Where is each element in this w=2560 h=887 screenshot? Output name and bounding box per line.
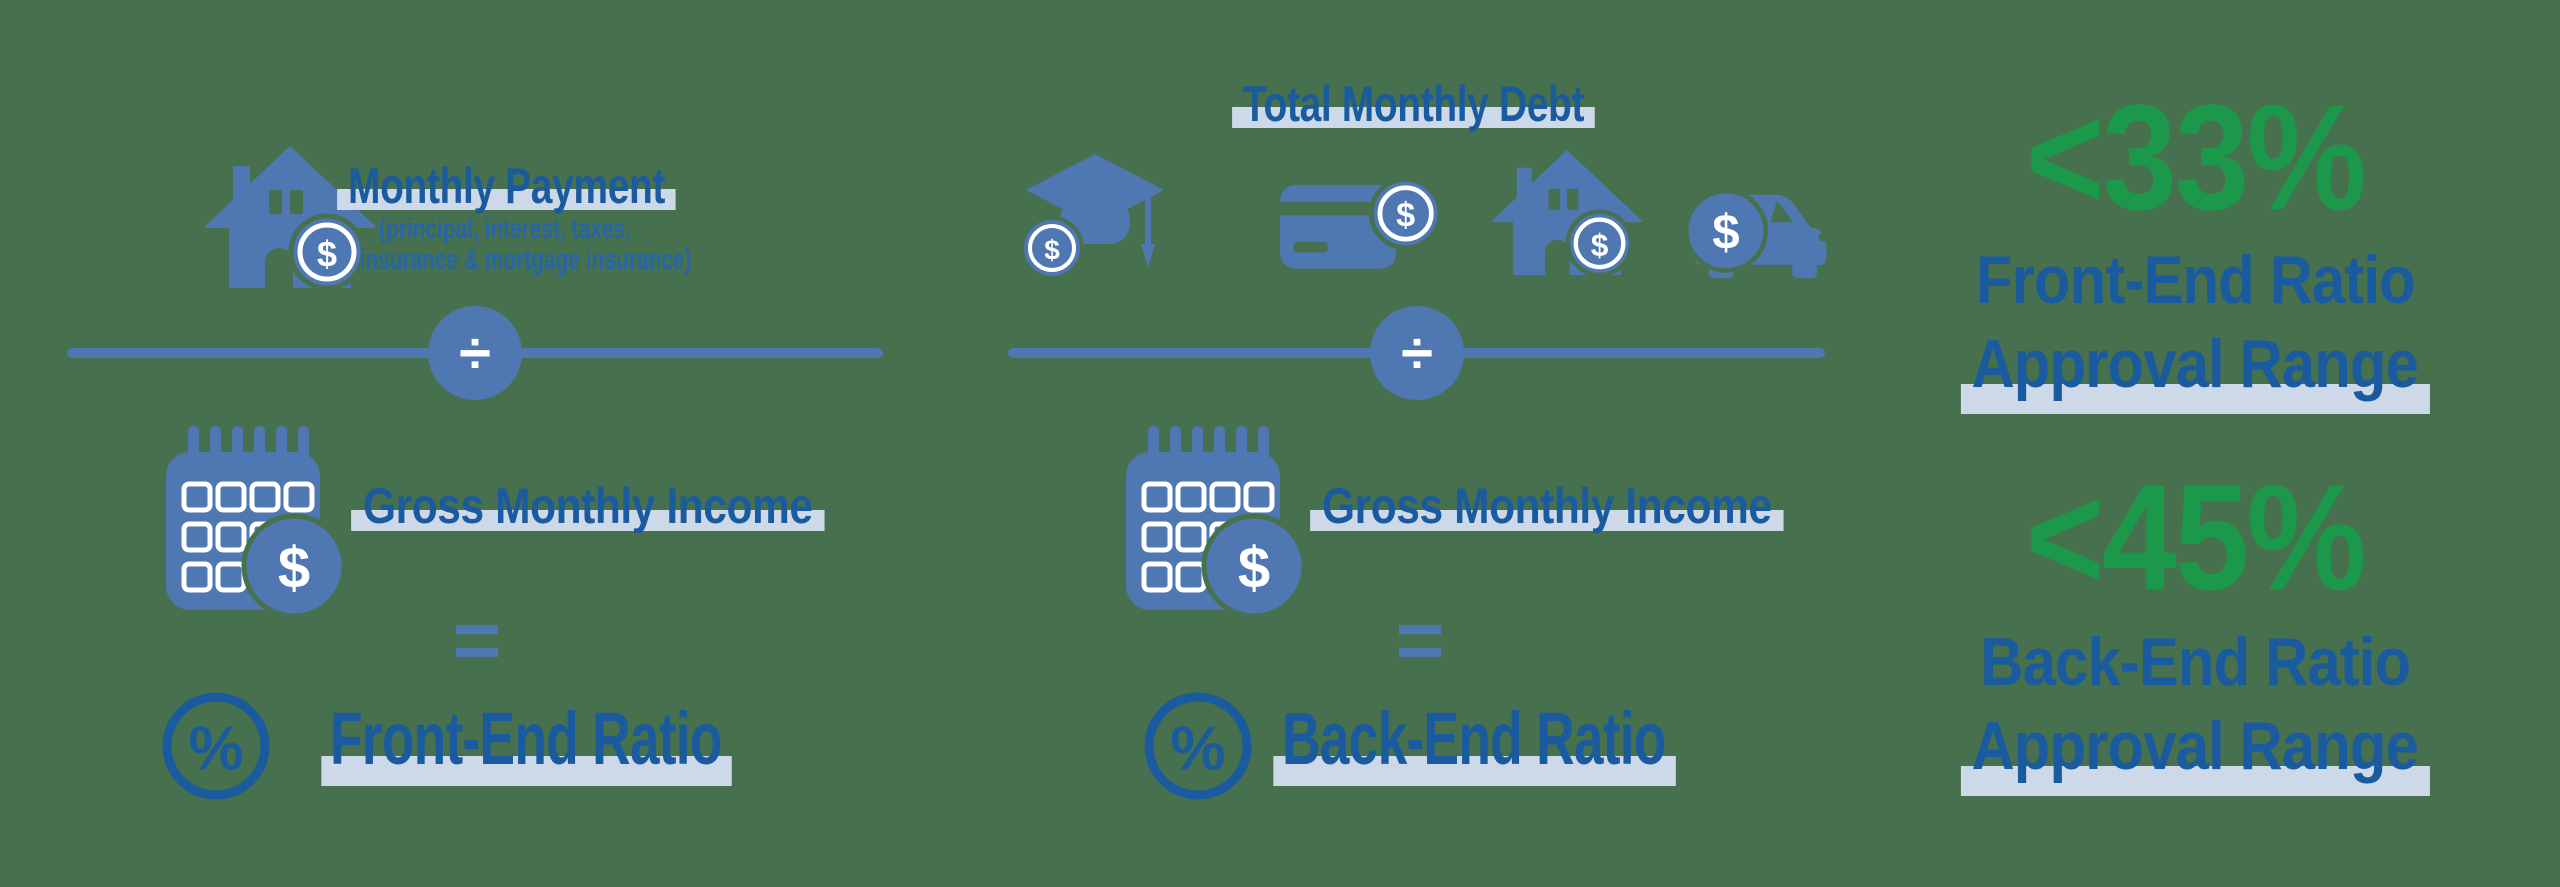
total-monthly-debt-label: Total Monthly Debt bbox=[1232, 76, 1596, 132]
dollar-symbol: $ bbox=[317, 234, 337, 275]
dollar-symbol: $ bbox=[1044, 235, 1060, 266]
approval-range-panel: <33% Front-End Ratio Approval Range <45%… bbox=[1890, 0, 2500, 887]
percent-circle-icon: % bbox=[1144, 692, 1252, 800]
back-end-range-label: Back-End Ratio Approval Range bbox=[1890, 620, 2500, 796]
graduation-cap-dollar-icon: $ bbox=[1020, 154, 1164, 280]
front-end-ratio-label: Front-End Ratio bbox=[321, 697, 732, 786]
dollar-symbol: $ bbox=[1712, 205, 1739, 260]
calendar-dollar-icon: $ bbox=[1126, 426, 1307, 618]
note-line-2: insurance & mortgage insurance) bbox=[359, 244, 692, 276]
monthly-payment-label: Monthly Payment bbox=[337, 158, 677, 214]
note-line-1: (principal, interest, taxes, bbox=[379, 213, 631, 245]
back-end-range-line1: Back-End Ratio bbox=[1980, 624, 2411, 700]
gross-monthly-income-label: Gross Monthly Income bbox=[351, 472, 825, 540]
percent-symbol: % bbox=[1170, 715, 1225, 784]
back-end-threshold-value: <45% bbox=[2025, 453, 2367, 621]
back-end-numerator-title: Total Monthly Debt bbox=[1232, 76, 1680, 132]
credit-card-dollar-icon: $ bbox=[1280, 176, 1440, 269]
front-end-threshold-value: <33% bbox=[2025, 73, 2367, 241]
equals-glyph: = bbox=[452, 593, 502, 687]
divide-symbol: ÷ bbox=[1401, 320, 1433, 386]
front-end-result: Front-End Ratio bbox=[321, 697, 874, 786]
gross-monthly-income-label: Gross Monthly Income bbox=[1310, 472, 1784, 540]
dollar-symbol: $ bbox=[1396, 196, 1415, 234]
dollar-symbol: $ bbox=[278, 536, 310, 601]
percent-symbol: % bbox=[188, 715, 243, 784]
divide-circle-icon: ÷ bbox=[1370, 306, 1464, 400]
equals-symbol: = bbox=[435, 598, 519, 682]
front-end-range-line2: Approval Range bbox=[1961, 322, 2431, 414]
front-end-numerator-title: Monthly Payment bbox=[337, 158, 754, 214]
house-dollar-icon: $ bbox=[1492, 150, 1642, 275]
divide-circle-icon: ÷ bbox=[428, 306, 522, 400]
back-end-range-line2: Approval Range bbox=[1961, 704, 2431, 796]
equals-symbol: = bbox=[1378, 598, 1462, 682]
back-end-threshold: <45% bbox=[1890, 462, 2500, 612]
back-end-result: Back-End Ratio bbox=[1273, 697, 1815, 786]
front-end-range-label: Front-End Ratio Approval Range bbox=[1890, 238, 2500, 414]
divide-symbol: ÷ bbox=[459, 320, 491, 386]
equals-glyph: = bbox=[1395, 593, 1445, 687]
dollar-symbol: $ bbox=[1238, 536, 1270, 601]
dollar-symbol: $ bbox=[1591, 227, 1609, 263]
monthly-payment-note: (principal, interest, taxes, insurance &… bbox=[295, 214, 715, 276]
front-end-range-line1: Front-End Ratio bbox=[1975, 242, 2416, 318]
back-end-ratio-label: Back-End Ratio bbox=[1273, 697, 1676, 786]
front-end-denominator: Gross Monthly Income bbox=[351, 472, 892, 540]
percent-circle-icon: % bbox=[162, 692, 270, 800]
car-dollar-icon: $ bbox=[1686, 188, 1832, 279]
calendar-dollar-icon: $ bbox=[166, 426, 347, 618]
front-end-threshold: <33% bbox=[1890, 82, 2500, 232]
house-dollar-icon: $ bbox=[205, 146, 375, 288]
back-end-denominator: Gross Monthly Income bbox=[1310, 472, 1851, 540]
